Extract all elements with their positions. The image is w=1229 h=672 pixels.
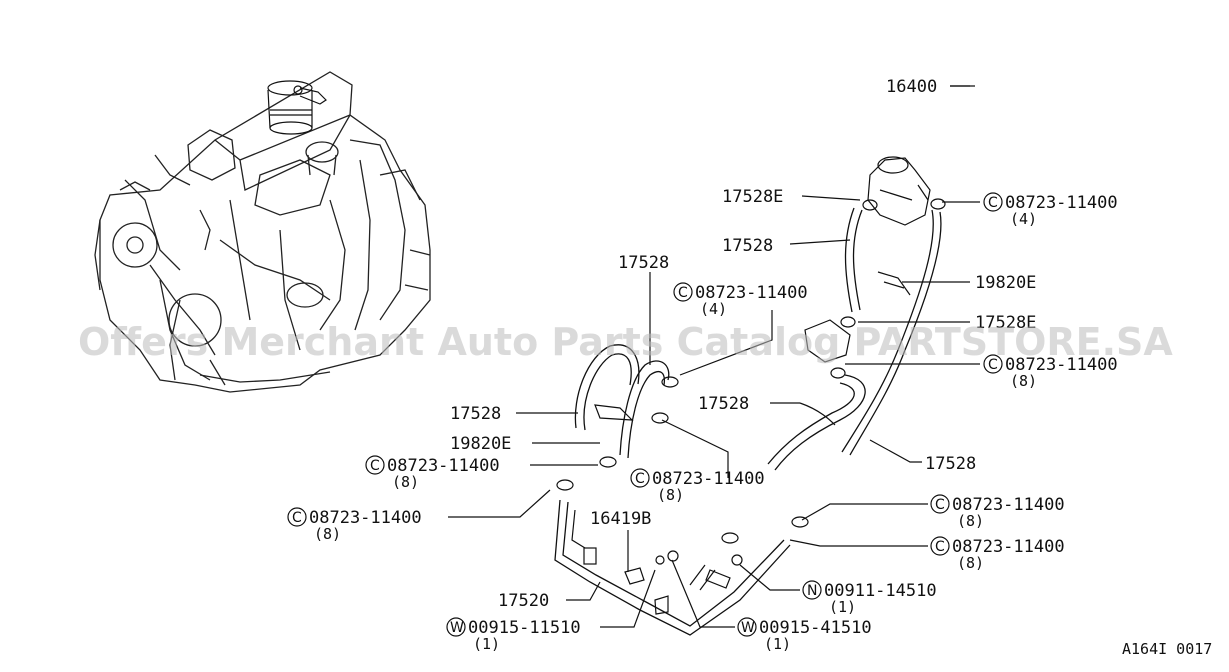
- watermark: Offers Merchant Auto Parts Catalog PARTS…: [78, 320, 1173, 364]
- svg-text:C: C: [988, 357, 998, 373]
- svg-text:08723-11400: 08723-11400: [1005, 193, 1118, 213]
- svg-text:C: C: [935, 539, 945, 555]
- part-labels: 16400 17528E 17528 17528 19820E 17528E 1…: [287, 77, 1118, 653]
- svg-text:(1): (1): [764, 635, 791, 653]
- svg-text:08723-11400: 08723-11400: [952, 537, 1065, 557]
- clamp-label-c3: C 08723-11400 (8): [983, 354, 1118, 390]
- svg-text:C: C: [370, 458, 380, 474]
- svg-text:C: C: [935, 497, 945, 513]
- label-17528-upper: 17528: [722, 236, 773, 256]
- engine-illustration: [94, 71, 431, 393]
- svg-text:C: C: [292, 510, 302, 526]
- svg-text:(8): (8): [314, 525, 341, 543]
- label-17528-left-top: 17528: [618, 253, 669, 273]
- canister-16400: [267, 80, 970, 135]
- svg-text:(8): (8): [957, 554, 984, 572]
- svg-text:00915-11510: 00915-11510: [468, 618, 581, 638]
- clamp-label-c5: C 08723-11400 (8): [630, 468, 765, 504]
- diagram-reference: A164I 0017: [1122, 640, 1212, 658]
- label-17528-bottom-right: 17528: [925, 454, 976, 474]
- label-16400: 16400: [886, 77, 937, 97]
- svg-text:00911-14510: 00911-14510: [824, 581, 937, 601]
- svg-text:(8): (8): [392, 473, 419, 491]
- svg-text:00915-41510: 00915-41510: [759, 618, 872, 638]
- nut-label-n1: N 00911-14510 (1): [802, 580, 937, 616]
- clamp-label-c2: C 08723-11400 (4): [673, 282, 808, 318]
- washer-label-w1: W 00915-11510 (1): [446, 617, 581, 653]
- svg-text:08723-11400: 08723-11400: [952, 495, 1065, 515]
- clamp-label-c7: C 08723-11400 (8): [930, 494, 1065, 530]
- svg-text:(1): (1): [473, 635, 500, 653]
- svg-text:(8): (8): [957, 512, 984, 530]
- label-19820E-right: 19820E: [975, 273, 1036, 293]
- svg-text:(1): (1): [829, 598, 856, 616]
- svg-text:(8): (8): [657, 486, 684, 504]
- svg-text:W: W: [741, 620, 755, 636]
- svg-text:08723-11400: 08723-11400: [695, 283, 808, 303]
- svg-text:(4): (4): [1010, 210, 1037, 228]
- clamp-label-c6: C 08723-11400 (8): [287, 507, 422, 543]
- label-17528E-right: 17528E: [975, 313, 1036, 333]
- washer-label-w2: W 00915-41510 (1): [737, 617, 872, 653]
- svg-text:W: W: [450, 620, 464, 636]
- svg-text:08723-11400: 08723-11400: [1005, 355, 1118, 375]
- hoses: [554, 198, 946, 636]
- label-17528E-top: 17528E: [722, 187, 783, 207]
- symbol-c: C: [988, 195, 998, 211]
- svg-text:N: N: [807, 583, 817, 599]
- svg-text:08723-11400: 08723-11400: [309, 508, 422, 528]
- svg-text:C: C: [678, 285, 688, 301]
- svg-text:08723-11400: 08723-11400: [387, 456, 500, 476]
- label-19820E-left: 19820E: [450, 434, 511, 454]
- clamp-label-c8: C 08723-11400 (8): [930, 536, 1065, 572]
- leader-lines: [448, 85, 980, 628]
- svg-text:(4): (4): [700, 300, 727, 318]
- clamp-label-c1: C 08723-11400 (4): [983, 192, 1118, 228]
- svg-text:C: C: [635, 471, 645, 487]
- svg-text:08723-11400: 08723-11400: [652, 469, 765, 489]
- clamp-label-c4: C 08723-11400 (8): [365, 455, 500, 491]
- label-17528-mid: 17528: [698, 394, 749, 414]
- svg-text:(8): (8): [1010, 372, 1037, 390]
- label-16419B: 16419B: [590, 509, 651, 529]
- label-17520: 17520: [498, 591, 549, 611]
- valve-assembly: [867, 156, 931, 226]
- label-17528-left: 17528: [450, 404, 501, 424]
